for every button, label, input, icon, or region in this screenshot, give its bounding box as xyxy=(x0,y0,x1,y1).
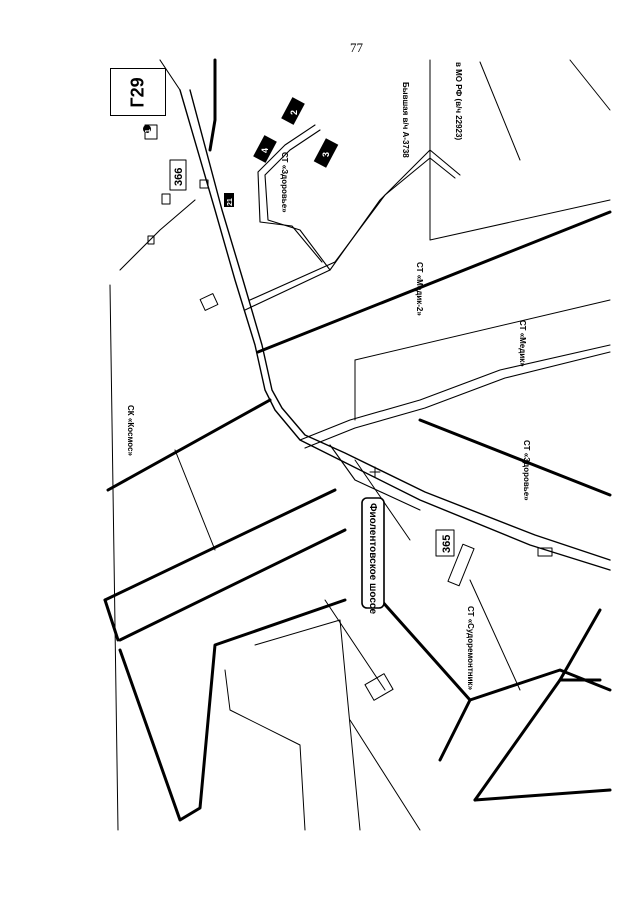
km-marker-366: 366 xyxy=(173,168,185,186)
building xyxy=(447,543,475,587)
label-st-zdorovie-top: СТ «Здоровье» xyxy=(280,152,289,213)
block-number-1: 1 xyxy=(145,129,152,133)
cross-marker xyxy=(369,466,381,478)
block-number-3: 3 xyxy=(321,152,331,157)
label-st-medik2: СТ «Медик-2» xyxy=(415,262,424,316)
highway-label-box xyxy=(361,497,385,609)
label-sk-kosmos: СК «Космос» xyxy=(126,405,135,456)
building xyxy=(199,179,209,189)
building xyxy=(161,193,171,205)
building xyxy=(364,673,394,701)
km-marker-366-box xyxy=(169,159,187,191)
building xyxy=(147,235,155,245)
block-number-21: 21 xyxy=(227,198,234,206)
grid-reference-box: Г29 xyxy=(110,68,166,116)
label-mo-rf: в МО РФ (в/ч 22923) xyxy=(454,62,463,140)
km-marker-365-box xyxy=(435,529,455,557)
label-st-sudoremontnik: СТ «Судоремонтник» xyxy=(466,606,475,691)
label-st-zdorovie-mid: СТ «Здоровье» xyxy=(522,440,531,501)
numbered-blocks xyxy=(143,97,339,207)
building xyxy=(537,547,553,557)
main-road xyxy=(179,89,611,571)
page-number: 77 xyxy=(350,40,363,55)
block-number-4: 4 xyxy=(260,148,270,153)
secondary-roads xyxy=(119,59,611,511)
label-former-military: Бывшая в/ч А-3738 xyxy=(401,82,410,158)
block-number-2: 2 xyxy=(289,110,299,115)
building xyxy=(199,293,219,311)
label-highway: Фиолентовское шоссе xyxy=(367,503,378,614)
bold-boundaries xyxy=(103,58,612,822)
label-st-medik: СТ «Медик» xyxy=(518,320,527,367)
km-marker-365: 365 xyxy=(441,535,453,553)
